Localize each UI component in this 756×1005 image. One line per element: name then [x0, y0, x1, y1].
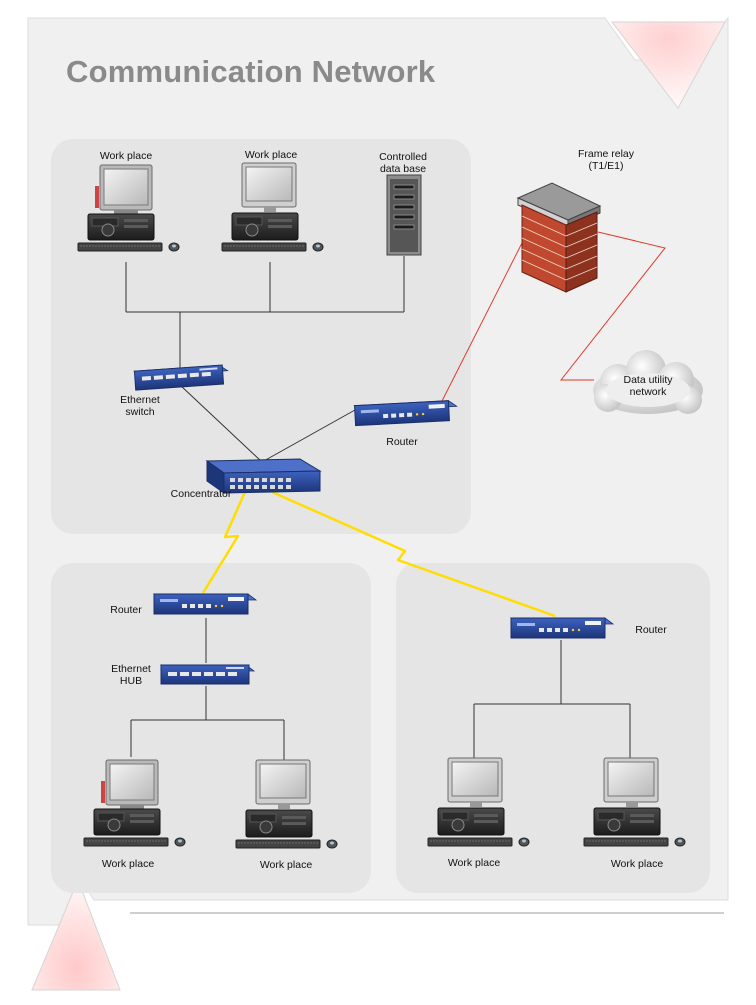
link-router-concentrator: [261, 409, 356, 463]
corner-decoration-top-right: [610, 21, 726, 109]
concentrator-icon[interactable]: [205, 458, 322, 494]
router-left-icon[interactable]: [153, 593, 257, 615]
label-frame-relay: Frame relay (T1/E1): [577, 148, 634, 172]
link-router-framerelay: [439, 242, 523, 406]
page-title: Communication Network: [66, 54, 436, 89]
label-workplace-bottom-right-2: Work place: [610, 858, 664, 870]
label-controlled-database: Controlled data base: [379, 151, 427, 175]
lan-bus-bottom-right: [473, 640, 631, 760]
router-right-icon[interactable]: [510, 617, 614, 639]
label-workplace-bottom-left-2: Work place: [259, 859, 313, 871]
data-utility-cloud-icon[interactable]: [593, 350, 703, 414]
label-ethernet-switch: Ethernet switch: [120, 394, 160, 418]
label-workplace-top-middle: Work place: [244, 149, 298, 161]
label-ethernet-hub: Ethernet HUB: [111, 663, 151, 687]
label-workplace-top-left: Work place: [99, 150, 153, 162]
panel-main-lan: [51, 139, 471, 534]
lan-bus-top: [125, 256, 405, 370]
wan-link-right: [271, 490, 556, 618]
label-router-left: Router: [110, 604, 142, 616]
lan-bus-bottom-left: [130, 618, 285, 760]
ethernet-switch-icon[interactable]: [133, 364, 229, 391]
ethernet-hub-icon[interactable]: [159, 664, 256, 685]
label-router-right: Router: [635, 624, 667, 636]
label-data-utility-network: Data utility network: [623, 374, 673, 398]
link-framerelay-cloud: [559, 231, 666, 381]
label-workplace-bottom-right-1: Work place: [447, 857, 501, 869]
frame-relay-firewall-icon[interactable]: [516, 182, 602, 293]
link-switch-concentrator: [179, 384, 263, 463]
wan-link-left: [201, 491, 247, 594]
database-server-icon[interactable]: [386, 174, 422, 256]
corner-decoration-bottom-left: [31, 878, 121, 991]
label-concentrator: Concentrator: [170, 488, 232, 500]
label-workplace-bottom-left-1: Work place: [101, 858, 155, 870]
label-router-top: Router: [386, 436, 418, 448]
